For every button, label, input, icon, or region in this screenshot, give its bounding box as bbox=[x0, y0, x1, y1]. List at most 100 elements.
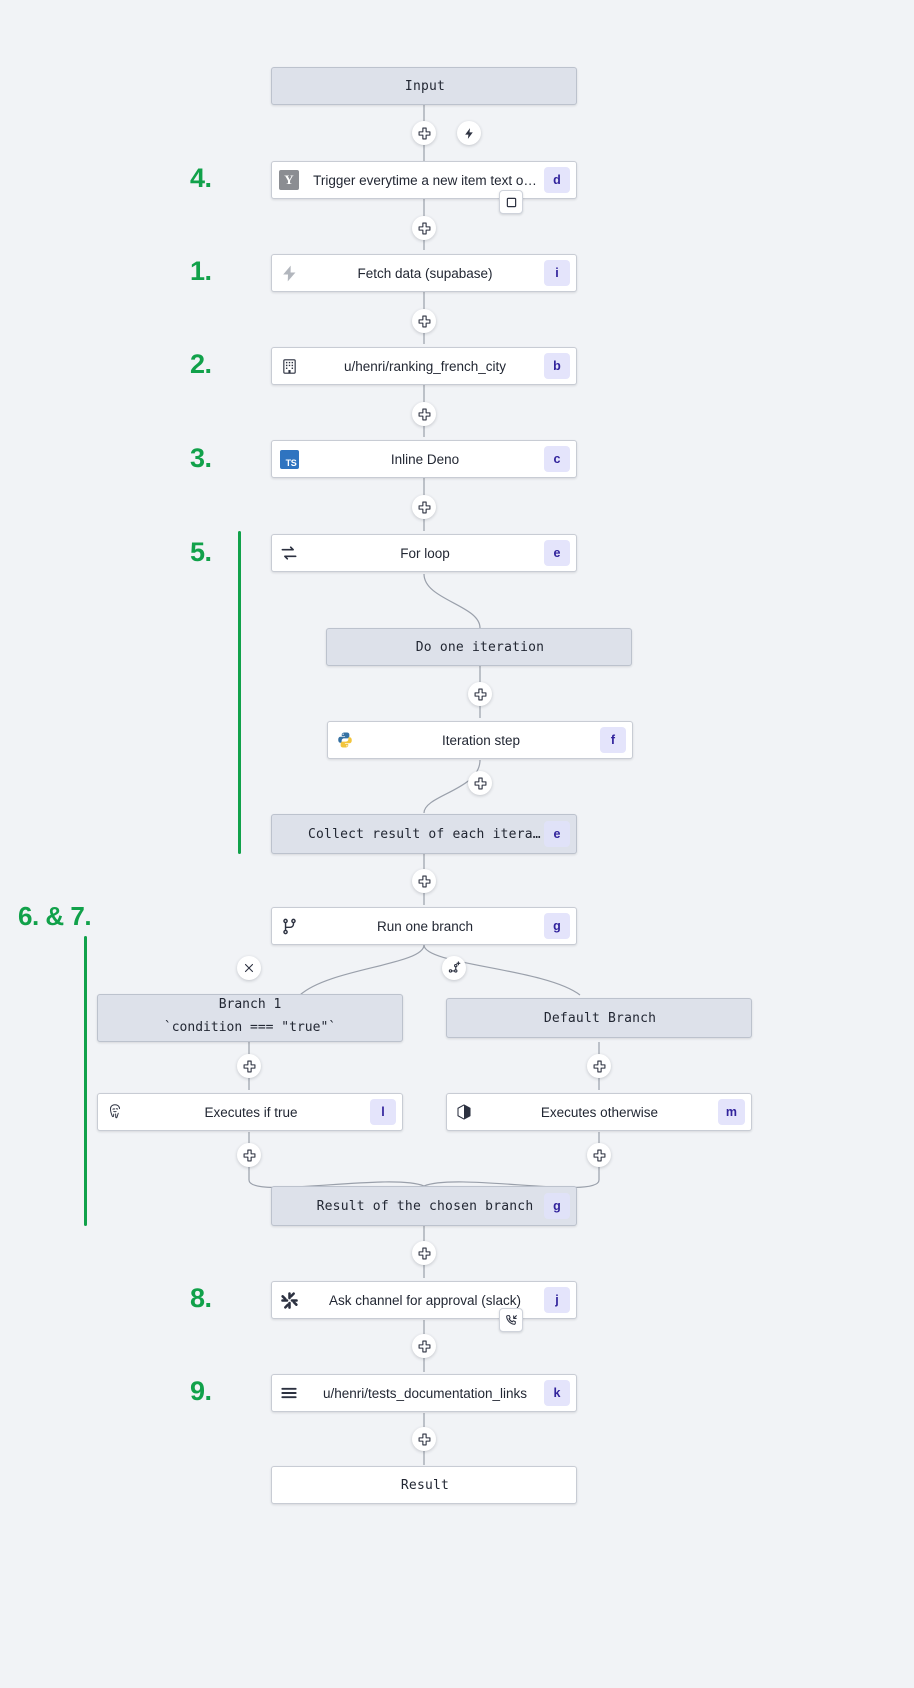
node-executes-otherwise-badge: m bbox=[717, 1099, 745, 1125]
node-input-label: Input bbox=[404, 78, 446, 94]
node-for-loop-label: For loop bbox=[400, 545, 450, 561]
step-number-3: 3. bbox=[190, 443, 212, 473]
plus-icon bbox=[474, 688, 486, 700]
add-trigger-handle[interactable] bbox=[457, 121, 481, 145]
add-step-handle-7[interactable] bbox=[468, 771, 492, 795]
node-ranking-french-city[interactable]: u/henri/ranking_french_city b bbox=[271, 347, 577, 385]
add-step-handle-11[interactable] bbox=[412, 1427, 436, 1451]
node-ask-channel-approval-badge: j bbox=[544, 1287, 570, 1313]
node-branch-1-title: Branch 1 bbox=[218, 997, 282, 1012]
add-step-handle-8[interactable] bbox=[412, 869, 436, 893]
step-number-8: 8. bbox=[190, 1283, 212, 1313]
add-branch-handle[interactable] bbox=[442, 956, 466, 980]
node-tests-documentation-links-label: u/henri/tests_documentation_links bbox=[322, 1385, 528, 1401]
plus-icon bbox=[243, 1149, 255, 1161]
delete-branch-handle[interactable] bbox=[237, 956, 261, 980]
plus-icon bbox=[418, 408, 430, 420]
add-step-handle-after-default[interactable] bbox=[587, 1143, 611, 1167]
plus-icon bbox=[418, 1247, 430, 1259]
square-outline-icon bbox=[506, 197, 516, 207]
node-inline-deno-label: Inline Deno bbox=[390, 451, 460, 467]
step-number-2: 2. bbox=[190, 349, 212, 379]
node-fetch-data-badge: i bbox=[544, 260, 570, 286]
node-result-chosen-branch-label: Result of the chosen branch bbox=[316, 1198, 534, 1214]
hamburger-lines-icon bbox=[272, 1383, 306, 1403]
add-step-handle-branch-default[interactable] bbox=[587, 1054, 611, 1078]
node-trigger[interactable]: Y Trigger everytime a new item text o… d bbox=[271, 161, 577, 199]
add-step-handle-4[interactable] bbox=[412, 402, 436, 426]
node-tests-documentation-links-badge: k bbox=[544, 1380, 570, 1406]
add-step-handle-branch-true[interactable] bbox=[237, 1054, 261, 1078]
node-executes-if-true-badge: l bbox=[370, 1099, 396, 1125]
plus-icon bbox=[418, 127, 430, 139]
loop-scope-bracket bbox=[238, 531, 241, 854]
node-for-loop-badge: e bbox=[544, 540, 570, 566]
cube-icon bbox=[457, 1104, 471, 1120]
node-tests-documentation-links[interactable]: u/henri/tests_documentation_links k bbox=[271, 1374, 577, 1412]
node-fetch-data-label: Fetch data (supabase) bbox=[357, 265, 493, 281]
node-inline-deno[interactable]: TS Inline Deno c bbox=[271, 440, 577, 478]
node-input[interactable]: Input x bbox=[271, 67, 577, 105]
node-do-one-iteration[interactable]: Do one iteration x bbox=[326, 628, 632, 666]
repeat-icon bbox=[281, 546, 297, 560]
node-for-loop[interactable]: For loop e bbox=[271, 534, 577, 572]
node-run-one-branch-badge: g bbox=[544, 913, 570, 939]
node-run-one-branch[interactable]: Run one branch g bbox=[271, 907, 577, 945]
node-fetch-data[interactable]: Fetch data (supabase) i bbox=[271, 254, 577, 292]
add-step-handle-3[interactable] bbox=[412, 309, 436, 333]
step-number-9: 9. bbox=[190, 1376, 212, 1406]
node-iteration-step-badge: f bbox=[600, 727, 626, 753]
node-executes-otherwise[interactable]: Executes otherwise m bbox=[446, 1093, 752, 1131]
node-branch-1[interactable]: Branch 1 `condition === "true"` bbox=[97, 994, 403, 1042]
add-step-handle-10[interactable] bbox=[412, 1334, 436, 1358]
step-number-6-and-7: 6. & 7. bbox=[18, 901, 92, 931]
plus-icon bbox=[474, 777, 486, 789]
node-executes-if-true[interactable]: Executes if true l bbox=[97, 1093, 403, 1131]
add-step-handle-6[interactable] bbox=[468, 682, 492, 706]
add-step-handle-2[interactable] bbox=[412, 216, 436, 240]
node-result[interactable]: Result x bbox=[271, 1466, 577, 1504]
node-inline-deno-badge: c bbox=[544, 446, 570, 472]
plus-icon bbox=[418, 315, 430, 327]
branch-fork-icon bbox=[272, 917, 306, 936]
git-branch-icon bbox=[282, 918, 296, 934]
node-collect-result[interactable]: Collect result of each iteration e bbox=[271, 814, 577, 854]
python-logo-icon bbox=[338, 732, 352, 748]
node-result-chosen-branch-badge: g bbox=[544, 1193, 570, 1219]
node-do-one-iteration-label: Do one iteration bbox=[415, 639, 545, 655]
menu-lines-icon bbox=[281, 1387, 297, 1399]
node-default-branch-label: Default Branch bbox=[543, 1010, 657, 1026]
bun-cube-icon bbox=[447, 1103, 481, 1121]
add-step-handle-1[interactable] bbox=[412, 121, 436, 145]
node-collect-result-label: Collect result of each iteration bbox=[308, 826, 544, 842]
node-result-chosen-branch[interactable]: Result of the chosen branch g bbox=[271, 1186, 577, 1226]
node-trigger-label: Trigger everytime a new item text o… bbox=[313, 172, 537, 188]
loop-arrows-icon bbox=[272, 543, 306, 563]
slack-icon bbox=[272, 1291, 306, 1310]
plus-icon bbox=[418, 1340, 430, 1352]
add-step-handle-after-true[interactable] bbox=[237, 1143, 261, 1167]
phone-callback-icon bbox=[505, 1314, 517, 1325]
phone-incoming-icon[interactable] bbox=[499, 1308, 523, 1332]
plus-icon bbox=[418, 1433, 430, 1445]
step-number-4: 4. bbox=[190, 163, 212, 193]
supabase-icon bbox=[272, 264, 306, 283]
checkbox-square-icon[interactable] bbox=[499, 190, 523, 214]
add-step-handle-5[interactable] bbox=[412, 495, 436, 519]
postgres-elephant-icon bbox=[110, 1104, 120, 1119]
node-ask-channel-approval[interactable]: Ask channel for approval (slack) j bbox=[271, 1281, 577, 1319]
bolt-icon bbox=[464, 127, 473, 139]
node-trigger-badge: d bbox=[544, 167, 570, 193]
slack-hash-icon bbox=[280, 1291, 298, 1309]
grid-app-icon bbox=[272, 358, 306, 375]
branch-scope-bracket bbox=[84, 936, 87, 1226]
add-step-handle-9[interactable] bbox=[412, 1241, 436, 1265]
node-branch-1-condition: `condition === "true"` bbox=[163, 1020, 337, 1035]
node-ranking-french-city-badge: b bbox=[544, 353, 570, 379]
node-ask-channel-approval-label: Ask channel for approval (slack) bbox=[328, 1292, 522, 1308]
plus-icon bbox=[418, 222, 430, 234]
node-iteration-step[interactable]: Iteration step f bbox=[327, 721, 633, 759]
node-default-branch[interactable]: Default Branch x bbox=[446, 998, 752, 1038]
building-grid-icon bbox=[282, 358, 296, 374]
plus-icon bbox=[593, 1149, 605, 1161]
